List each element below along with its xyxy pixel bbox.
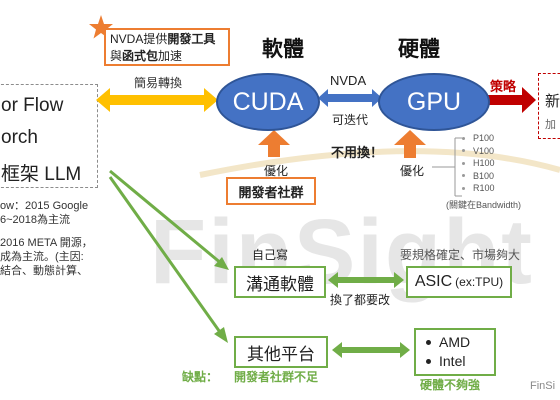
star-icon xyxy=(89,15,113,39)
comm-software-box: 溝通軟體 xyxy=(234,266,326,298)
gpu-model-b100: B100 xyxy=(473,170,495,181)
note-text-d: 函式包 xyxy=(122,49,159,63)
spec-note-label: 要規格確定、市場夠大 xyxy=(400,248,521,262)
cuda-node: CUDA xyxy=(216,73,320,131)
note-text-a: NVDA提供 xyxy=(110,32,168,46)
gpu-node: GPU xyxy=(378,73,490,131)
gpu-label: GPU xyxy=(406,87,462,116)
dev-community-box: 開發者社群 xyxy=(226,177,316,205)
software-header: 軟體 xyxy=(262,38,304,61)
strategy-label: 策略 xyxy=(490,79,517,94)
self-write-label: 自己寫 xyxy=(252,248,289,262)
gpu-model-item: B100 xyxy=(462,170,495,183)
to-comm-software-arrow xyxy=(109,169,229,270)
other-platform-box: 其他平台 xyxy=(234,336,328,368)
hardware-weak-label: 硬體不夠強 xyxy=(420,378,481,392)
framework-box: or Flow orch 框架 LLM xyxy=(0,84,98,188)
gpu-model-r100: R100 xyxy=(473,183,495,193)
gpu-model-bracket xyxy=(432,137,462,197)
cuda-optimize-arrow xyxy=(258,130,290,157)
nvda-label: NVDA xyxy=(330,73,367,88)
tensorflow-note-line-1: ow：2015 Google xyxy=(0,200,89,212)
corner-watermark: FinSi xyxy=(530,380,556,392)
asic-label: ASIC xyxy=(414,273,453,290)
gpu-optimize-label: 優化 xyxy=(400,164,425,178)
hardware-header: 硬體 xyxy=(398,38,440,61)
note-text-b: 開發工具 xyxy=(167,32,216,46)
dev-community-label: 開發者社群 xyxy=(238,184,304,200)
bandwidth-note: (關鍵在Bandwidth) xyxy=(446,200,522,210)
gpu-model-h100: H100 xyxy=(473,158,495,168)
cuda-optimize-label: 優化 xyxy=(264,164,289,178)
replaceable-label: 可迭代 xyxy=(332,113,369,127)
asic-example-label: (ex:TPU) xyxy=(455,275,504,289)
tensorflow-note: ow：2015 Google 6~2018為主流 xyxy=(0,199,88,227)
to-other-platform-arrow xyxy=(108,176,228,343)
comm-software-label: 溝通軟體 xyxy=(246,274,314,294)
pytorch-note-line-3: 結合、動態計算、 xyxy=(0,265,88,277)
comm-asic-arrow xyxy=(328,272,404,288)
vendor-amd-label: AMD xyxy=(439,334,471,350)
note-text-c: 與 xyxy=(110,49,123,63)
new-strategy-line-2: 加 xyxy=(545,119,556,131)
cuda-label: CUDA xyxy=(232,87,304,116)
asic-box: ASIC (ex:TPU) xyxy=(406,266,512,298)
gpu-model-list: P100 V100 H100 B100 R100 xyxy=(462,132,495,195)
vendor-intel-label: Intel xyxy=(439,353,466,369)
framework-item-1: or Flow xyxy=(1,95,64,116)
other-platform-label: 其他平台 xyxy=(247,344,315,364)
vendor-box: AMD Intel xyxy=(414,328,496,376)
gpu-model-item: R100 xyxy=(462,182,495,195)
vendor-item-amd: AMD xyxy=(426,334,470,350)
gpu-model-v100: V100 xyxy=(473,145,495,156)
tensorflow-note-line-2: 6~2018為主流 xyxy=(0,214,71,226)
gpu-model-item: H100 xyxy=(462,157,495,170)
no-convert-label: 不用換！ xyxy=(331,145,384,160)
gpu-model-p100: P100 xyxy=(473,133,495,143)
weakness-text: 開發者社群不足 xyxy=(234,370,319,384)
platform-vendor-arrow xyxy=(332,342,410,358)
new-strategy-box: 新 加 xyxy=(538,73,560,139)
easy-convert-label: 簡易轉換 xyxy=(134,76,183,90)
vendor-item-intel: Intel xyxy=(426,353,465,369)
strategy-arrow xyxy=(488,87,536,113)
need-change-label: 換了都要改 xyxy=(330,293,391,307)
pytorch-note: 2016 META 開源， 成為主流。(主因: 結合、動態計算、 xyxy=(0,236,93,278)
pytorch-note-line-1: 2016 META 開源， xyxy=(0,237,93,249)
gpu-model-item: P100 xyxy=(462,132,495,145)
cuda-gpu-arrow xyxy=(318,89,382,107)
nvda-tools-note: NVDA提供開發工具 與函式包加速 xyxy=(104,28,230,66)
pytorch-note-line-2: 成為主流。(主因: xyxy=(0,251,84,263)
new-strategy-line-1: 新 xyxy=(545,93,560,110)
gpu-model-item: V100 xyxy=(462,145,495,158)
note-text-e: 加速 xyxy=(158,49,183,63)
framework-item-2: orch xyxy=(1,127,38,148)
framework-item-3: 框架 LLM xyxy=(1,164,82,185)
weakness-label: 缺點： xyxy=(182,370,219,384)
gpu-optimize-arrow xyxy=(394,130,426,158)
easy-convert-arrow xyxy=(96,88,218,112)
